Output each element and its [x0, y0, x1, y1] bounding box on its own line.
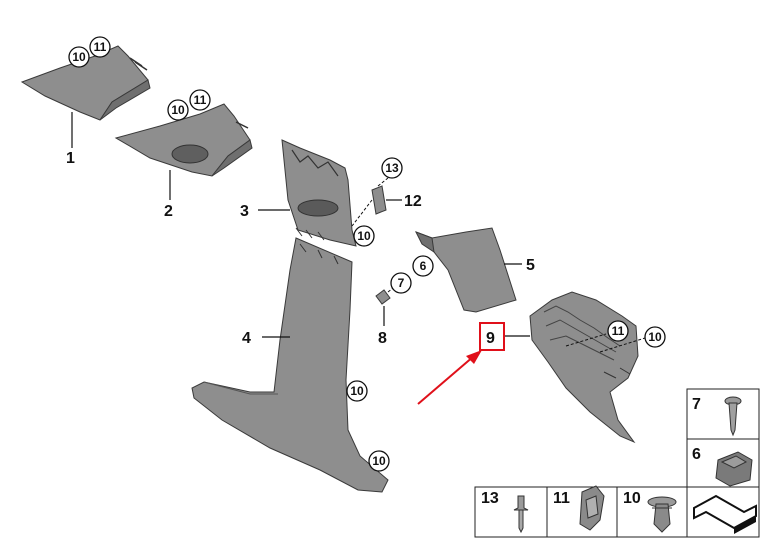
callout-10: 10 — [72, 50, 86, 64]
callout-10: 10 — [350, 384, 364, 398]
trim-removal-icon — [693, 494, 757, 534]
legend-label-10: 10 — [623, 490, 641, 507]
callout-circle-6 — [412, 255, 434, 277]
dash-10 — [599, 337, 646, 353]
callout-4: 4 — [242, 330, 251, 347]
callout-2: 2 — [164, 203, 173, 220]
highlight-arrow — [417, 350, 482, 405]
callout-10: 10 — [372, 454, 386, 468]
part-8-clip — [375, 289, 391, 305]
callout-circle-10 — [353, 225, 375, 247]
legend-box-7: 7 — [686, 388, 760, 440]
nut-clip-icon — [715, 451, 753, 487]
callout-circle-13 — [381, 157, 403, 179]
push-clip-icon — [647, 496, 677, 533]
callout-6: 6 — [420, 259, 427, 273]
callout-circle-10 — [346, 380, 368, 402]
spring-clip-icon — [579, 485, 605, 531]
legend-box-11: 11 — [546, 485, 618, 538]
legend-box-6: 6 — [686, 438, 760, 488]
legend-label-6: 6 — [692, 446, 701, 463]
callout-circle-10 — [644, 326, 666, 348]
callout-circle-7 — [390, 272, 412, 294]
legend-box-symbol — [686, 486, 760, 538]
callout-11: 11 — [612, 324, 625, 338]
rivet-icon — [513, 495, 529, 534]
dash-13 — [377, 177, 389, 187]
part-12-clip — [371, 185, 387, 215]
part-2-speaker-trim — [114, 103, 253, 177]
callout-13: 13 — [385, 161, 399, 175]
legend-box-13: 13 — [474, 486, 548, 538]
callout-circle-11 — [607, 320, 629, 342]
part-9-lower-trim — [529, 291, 639, 444]
callout-group-10-11-top: 10 11 — [68, 36, 111, 68]
legend-label-13: 13 — [481, 490, 499, 507]
callout-3: 3 — [240, 203, 249, 220]
callout-7: 7 — [398, 276, 405, 290]
callout-circle-10 — [368, 450, 390, 472]
callout-10: 10 — [357, 229, 371, 243]
callout-10: 10 — [171, 103, 185, 117]
callout-9: 9 — [486, 330, 495, 347]
legend-box-10: 10 — [616, 486, 688, 538]
part-4-b-pillar — [191, 237, 389, 493]
callout-11: 11 — [94, 40, 107, 54]
callout-8: 8 — [378, 330, 387, 347]
part-5-trim-panel — [414, 227, 517, 313]
part-3-pillar-upper — [281, 139, 357, 247]
callout-group-10-11-mid: 10 11 — [167, 89, 211, 121]
callout-11: 11 — [194, 93, 207, 107]
highlight-box-9 — [479, 322, 505, 351]
legend-label-11: 11 — [553, 490, 570, 507]
callout-1: 1 — [66, 150, 75, 167]
screw-icon — [724, 396, 742, 437]
callout-5: 5 — [526, 257, 535, 274]
dash-3-12 — [351, 199, 373, 227]
legend-label-7: 7 — [692, 396, 701, 413]
callout-12: 12 — [404, 193, 422, 210]
callout-10: 10 — [648, 330, 662, 344]
dash-11 — [565, 333, 607, 347]
